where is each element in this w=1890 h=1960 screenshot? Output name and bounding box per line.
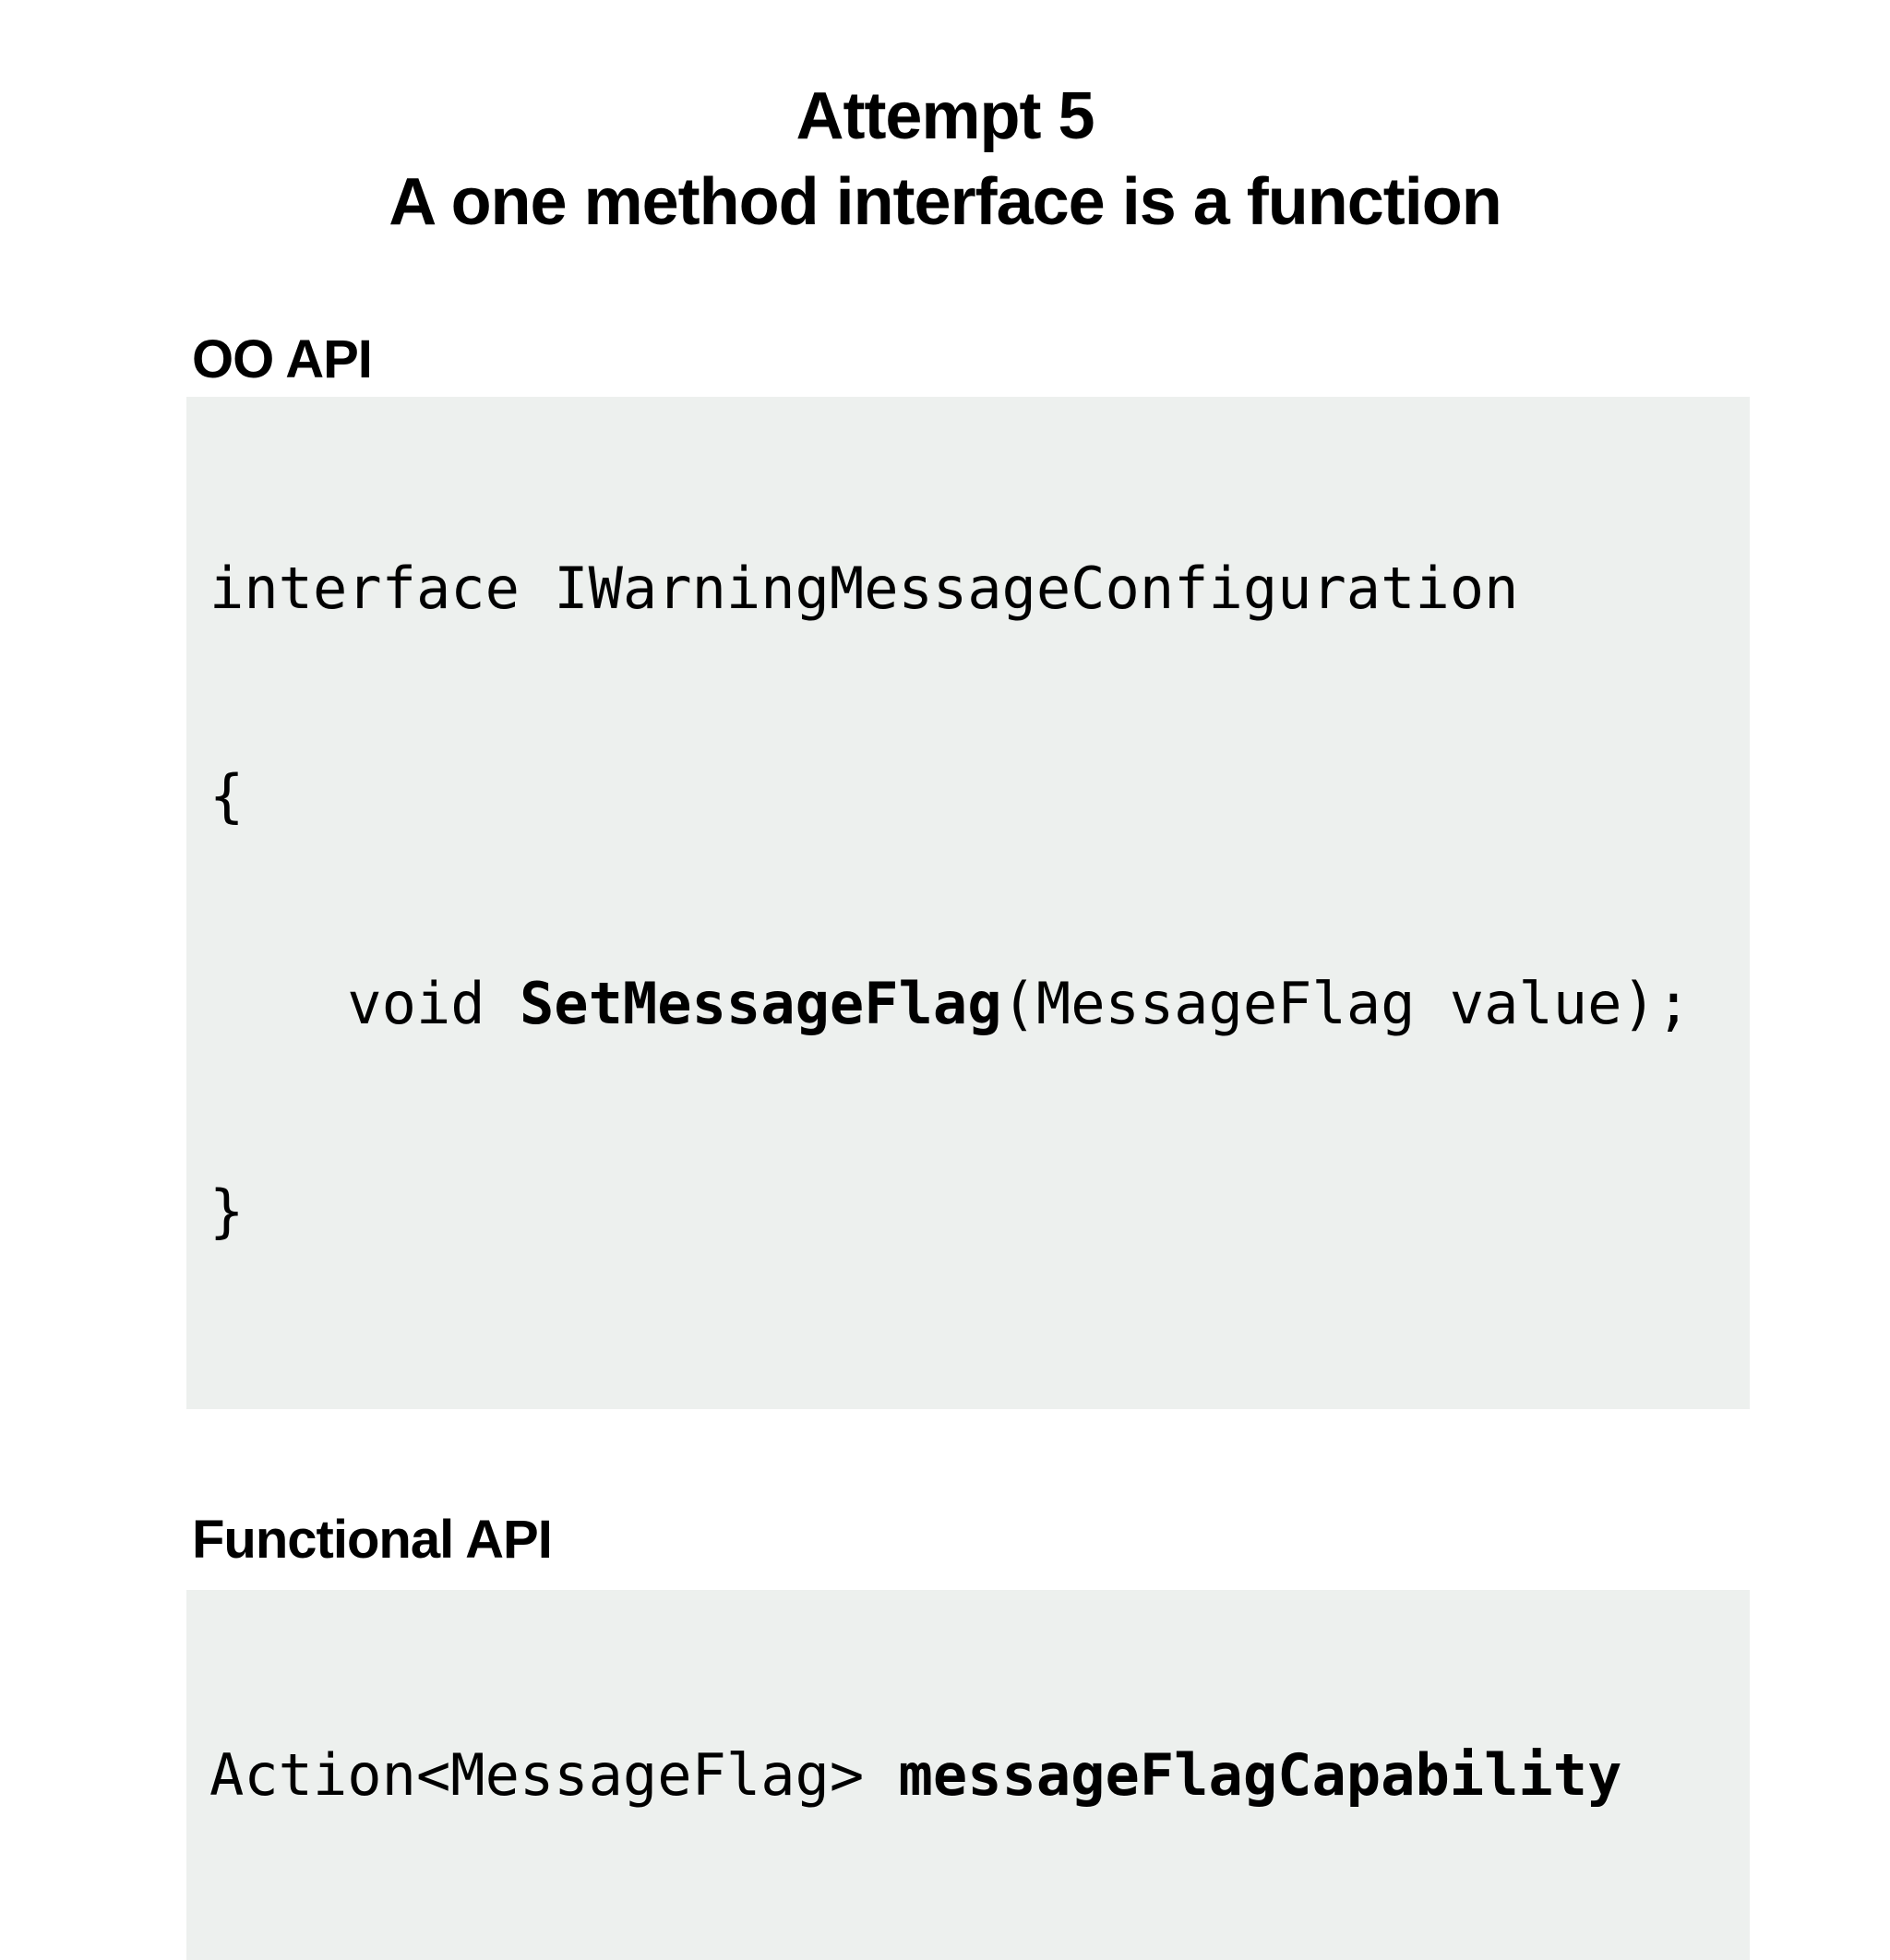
slide-title-line-1: Attempt 5 bbox=[795, 79, 1095, 153]
functional-api-heading: Functional API bbox=[192, 1510, 553, 1570]
slide-title: Attempt 5 A one method interface is a fu… bbox=[0, 0, 1890, 245]
functional-api-code-block: Action<MessageFlag> messageFlagCapabilit… bbox=[186, 1590, 1750, 1960]
functional-api-code-line: Action<MessageFlag> messageFlagCapabilit… bbox=[209, 1740, 1727, 1810]
functional-api-section: Functional API Action<MessageFlag> messa… bbox=[186, 1507, 1750, 1960]
functional-api-type-declaration: Action<MessageFlag> bbox=[209, 1741, 899, 1809]
oo-api-method-name: SetMessageFlag bbox=[519, 970, 1002, 1037]
oo-api-code-line-open-brace: { bbox=[209, 762, 245, 830]
oo-api-section: OO API interface IWarningMessageConfigur… bbox=[186, 327, 1750, 1409]
oo-api-code-line-method: void SetMessageFlag(MessageFlag value); bbox=[209, 969, 1727, 1038]
oo-api-code-block: interface IWarningMessageConfiguration {… bbox=[186, 397, 1750, 1409]
oo-api-method-keyword: void bbox=[209, 970, 520, 1037]
oo-api-code-line-interface: interface IWarningMessageConfiguration bbox=[209, 555, 1519, 622]
slide-title-line-2: A one method interface is a function bbox=[389, 165, 1501, 239]
oo-api-code-line-close-brace: } bbox=[209, 1177, 245, 1245]
slide-content: OO API interface IWarningMessageConfigur… bbox=[186, 327, 1750, 1960]
oo-api-heading: OO API bbox=[192, 329, 373, 389]
functional-api-variable-name: messageFlagCapability bbox=[898, 1741, 1622, 1809]
oo-api-method-parameters: (MessageFlag value); bbox=[1001, 970, 1692, 1037]
